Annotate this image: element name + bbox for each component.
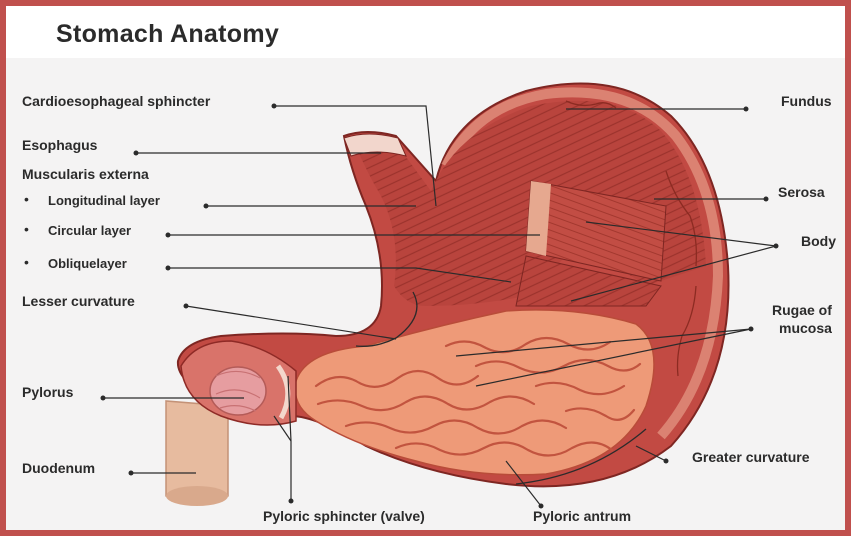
label-fundus: Fundus: [781, 93, 832, 110]
label-circular-layer: Circular layer: [48, 222, 131, 239]
label-serosa: Serosa: [778, 184, 825, 201]
bullet-oblique: •: [24, 254, 29, 270]
label-greater-curvature: Greater curvature: [692, 449, 810, 466]
bullet-circular: •: [24, 221, 29, 237]
label-oblique-layer: Obliquelayer: [48, 255, 127, 272]
label-duodenum: Duodenum: [22, 460, 95, 477]
label-longitudinal-layer: Longitudinal layer: [48, 192, 160, 209]
muscle-layers: [356, 101, 706, 306]
label-muscularis-externa: Muscularis externa: [22, 166, 149, 183]
label-rugae-line1: Rugae of: [772, 302, 832, 319]
label-lesser-curvature: Lesser curvature: [22, 293, 135, 310]
duodenum-tube: [166, 401, 228, 506]
bullet-longitudinal: •: [24, 191, 29, 207]
label-pyloric-sphincter: Pyloric sphincter (valve): [263, 508, 425, 525]
label-cardioesophageal-sphincter: Cardioesophageal sphincter: [22, 93, 210, 110]
label-body: Body: [801, 233, 836, 250]
label-rugae-line2: mucosa: [779, 320, 832, 337]
label-pylorus: Pylorus: [22, 384, 73, 401]
label-pyloric-antrum: Pyloric antrum: [533, 508, 631, 525]
label-esophagus: Esophagus: [22, 137, 97, 154]
